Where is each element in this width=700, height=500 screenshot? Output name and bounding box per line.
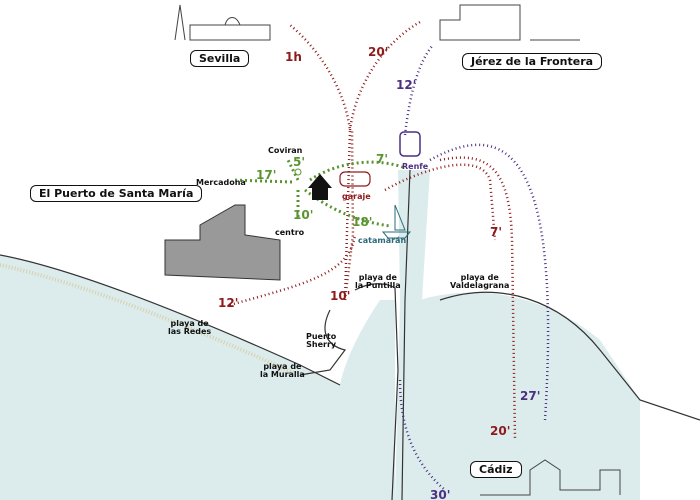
sailboat-icon [381,204,412,239]
time-valdelagrana: 7' [490,225,503,239]
time-cadiz-train: 27' [520,389,541,403]
time-cadiz-car: 20' [490,424,511,438]
cadiz-skyline-icon [480,459,621,496]
jerez-castle-icon [439,4,580,41]
place-jerez: Jérez de la Frontera [462,53,603,70]
car-icon [339,171,371,187]
time-renfe: 7' [376,152,389,166]
time-centro: 10' [293,208,314,222]
car-routes [229,20,517,441]
time-sevilla: 1h [285,50,302,64]
poi-renfe: Renfe [402,162,429,171]
puerto-castle-icon [164,204,281,281]
time-jerez-car: 20' [368,45,389,59]
sea-west [0,255,340,420]
poi-garaje: garaje [342,192,371,201]
place-sevilla: Sevilla [190,50,250,67]
time-coviran: 5' [293,155,306,169]
walker-icon [294,168,302,176]
bay [0,300,395,500]
train-icon [399,131,421,157]
poi-coviran: Coviran [268,146,303,155]
time-mercadona: 17' [256,168,277,182]
time-puntilla: 10' [330,289,351,303]
place-el-puerto: El Puerto de Santa María [30,185,203,202]
poi-mercadona: Mercadona [196,178,246,187]
home-icon [308,174,332,200]
time-catamaran: 18' [352,215,373,229]
time-redes: 12' [218,296,239,310]
train-routes [398,44,550,491]
sevilla-skyline-icon [174,4,271,41]
time-cadiz-boat: 30' [430,488,451,500]
time-jerez-train: 12' [396,78,417,92]
poi-centro: centro [275,228,305,237]
poi-catamaran: catamarán [358,236,407,245]
place-cadiz: Cádiz [470,461,522,478]
bay-east [420,292,640,500]
